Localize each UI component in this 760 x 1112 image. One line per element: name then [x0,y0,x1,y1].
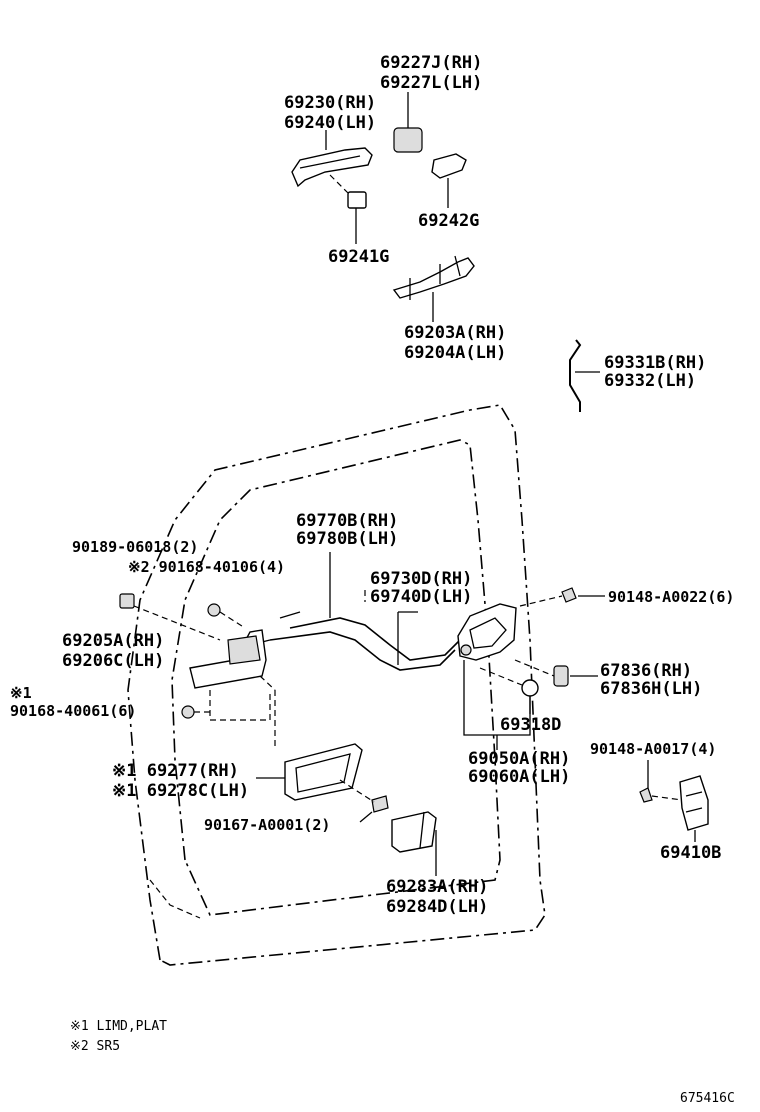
label-69230: 69230(RH) [284,93,376,113]
rod-69331b [569,339,600,412]
screw-90168-40106 [207,603,246,629]
label-69780b: 69780B(LH) [296,529,398,549]
label-90148-a0022: 90148-A0022(6) [608,588,734,606]
label-90168-40061: 90168-40061(6) [10,702,136,720]
label-90167: 90167-A0001(2) [204,816,330,834]
label-69331b: 69331B(RH) [604,353,706,373]
cushion-69318d [479,667,539,714]
bezel-69242g [431,153,467,208]
label-69240: 69240(LH) [284,113,376,133]
label-67836: 67836(RH) [600,661,692,681]
label-69204a: 69204A(LH) [404,343,506,363]
door-panel-outline [127,404,546,966]
cap-67836 [514,659,598,687]
note-sr5: ※2 SR5 [70,1039,120,1054]
label-69278c: ※1 69278C(LH) [112,781,249,801]
label-69241g: 69241G [328,247,389,267]
label-mark1: ※1 [10,684,32,702]
note-limd-plat: ※1 LIMD,PLAT [70,1019,167,1034]
label-69332: 69332(LH) [604,371,696,391]
illustration-code: 675416C [680,1091,735,1106]
label-67836h: 67836H(LH) [600,679,702,699]
label-69060a: 69060A(LH) [468,767,570,787]
handle-frame-69203a [392,255,475,322]
screw-90148-a0022 [519,587,605,607]
label-69284d: 69284D(LH) [386,897,488,917]
label-69242g: 69242G [418,211,479,231]
cover-69283a [391,811,437,876]
clip-90189 [119,593,221,641]
label-69203a: 69203A(RH) [404,323,506,343]
outside-handle-69230 [291,130,373,209]
label-90148-a0017: 90148-A0017(4) [590,740,716,758]
striker-69410b [639,760,709,842]
label-69770b: 69770B(RH) [296,511,398,531]
inner-bezel-69277 [256,690,363,801]
door-lock-69050a [457,603,531,750]
label-69730d: 69730D(RH) [370,569,472,589]
label-69227j: 69227J(RH) [380,53,482,73]
label-69277: ※1 69277(RH) [112,761,239,781]
label-69740d: 69740D(LH) [370,587,472,607]
label-69318d: 69318D [500,715,561,735]
handle-pad-69227 [393,92,423,153]
label-69206c: 69206C(LH) [62,651,164,671]
label-69050a: 69050A(RH) [468,749,570,769]
label-90189: 90189-06018(2) [72,538,198,556]
label-69205a: 69205A(RH) [62,631,164,651]
inner-lever-69205a [189,629,276,721]
label-90168-40106: ※2 90168-40106(4) [128,558,285,576]
label-69410b: 69410B [660,843,721,863]
screw-90168-40061 [181,705,210,719]
label-69227l: 69227L(LH) [380,73,482,93]
label-69283a: 69283A(RH) [386,877,488,897]
screw-90167 [339,779,389,823]
cables-69770b-69730d [261,552,461,671]
